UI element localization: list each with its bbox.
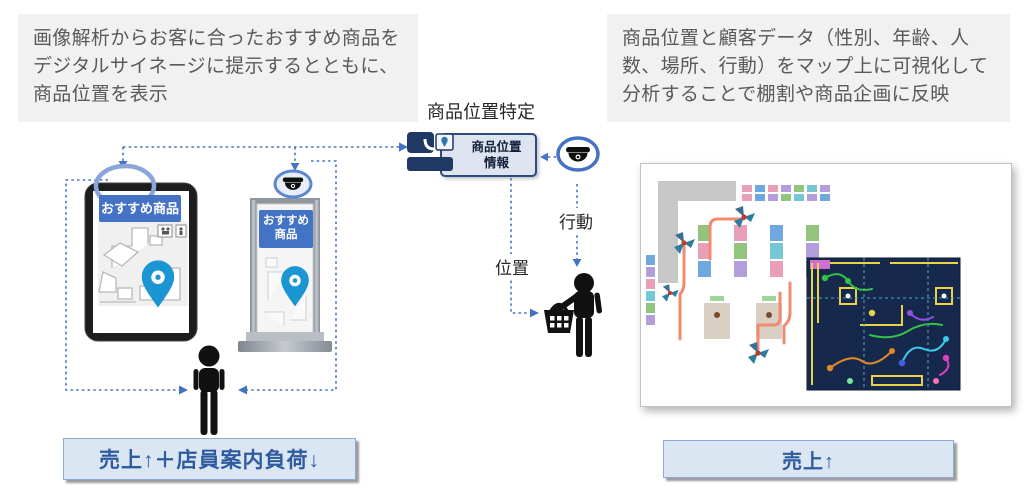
person-with-basket-icon <box>544 273 603 357</box>
outcome-box-right: 売上↑ <box>663 440 954 478</box>
signage-banner-line1: おすすめ <box>263 215 309 228</box>
note-left: 画像解析からお客に合ったおすすめ商品をデジタルサイネージに提示するとともに、商品… <box>18 14 418 122</box>
trajectory-map-graphic <box>806 257 961 391</box>
behavior-flow-label: 行動 <box>557 208 595 233</box>
outcome-box-left: 売上↑＋店員案内負荷↓ <box>63 438 356 480</box>
tablet-store-map <box>98 221 188 308</box>
tablet-device <box>84 163 198 342</box>
signage-kiosk <box>238 169 332 352</box>
info-box-line1: 商品位置 <box>471 139 522 154</box>
product-location-info-box: 商品位置 情報 <box>440 133 537 177</box>
shopping-basket-icon <box>544 302 574 333</box>
flow-connectors <box>65 146 578 391</box>
position-flow-label: 位置 <box>493 254 531 279</box>
signage-banner: おすすめ 商品 <box>259 210 313 248</box>
person-icon <box>193 345 225 435</box>
note-right: 商品位置と顧客データ（性別、年齢、人数、場所、行動）をマップ上に可視化して分析す… <box>607 14 1010 122</box>
center-camera <box>556 136 600 172</box>
info-box-line2: 情報 <box>483 156 509 170</box>
system-label: 商品位置特定 <box>427 102 535 122</box>
tablet-banner: おすすめ商品 <box>99 195 181 222</box>
map-legend-icons <box>157 224 187 238</box>
signage-banner-line2: 商品 <box>274 229 298 241</box>
map-with-pin-icon <box>407 132 454 171</box>
store-floorplan-graphic <box>646 181 830 364</box>
